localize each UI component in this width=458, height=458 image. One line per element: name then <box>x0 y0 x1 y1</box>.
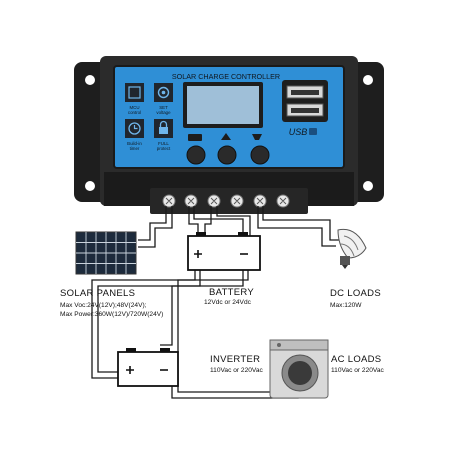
battery-title: BATTERY <box>209 287 255 298</box>
inverter-title: INVERTER <box>210 354 261 365</box>
battery-spec: 12Vdc or 24Vdc <box>204 299 251 306</box>
mcu-label-2: control <box>128 110 141 115</box>
panel-indicator-icon <box>188 134 202 141</box>
battery-indicator-icon <box>221 133 231 140</box>
up-button[interactable] <box>217 145 237 165</box>
usb-icon <box>309 128 317 135</box>
solar-panel-icon <box>75 231 137 275</box>
mount-hole <box>363 75 373 85</box>
down-button[interactable] <box>250 145 270 165</box>
timer-label-1: Build-in <box>127 141 142 146</box>
set-label-1: SET <box>159 105 168 110</box>
mount-hole <box>363 181 373 191</box>
dc-loads-spec: Max:120W <box>330 302 362 309</box>
full-label-2: protect <box>157 146 171 151</box>
controller-title: SOLAR CHARGE CONTROLLER <box>172 72 280 81</box>
set-label-2: voltage <box>156 110 171 115</box>
timer-label-2: timer <box>130 146 140 151</box>
wires <box>91 206 340 399</box>
inverter-spec: 110Vac or 220Vac <box>210 367 263 374</box>
battery-icon <box>187 232 261 271</box>
full-label-1: FULL <box>158 141 169 146</box>
solar-panels-power: Max Power:360W(12V)/720W(24V) <box>60 311 164 318</box>
inverter-icon <box>117 348 179 387</box>
mount-hole <box>85 181 95 191</box>
terminal-screws <box>162 194 290 208</box>
menu-button[interactable] <box>186 145 206 165</box>
ac-loads-spec: 110Vac or 220Vac <box>331 367 384 374</box>
ac-loads-title: AC LOADS <box>331 354 382 365</box>
dc-loads-title: DC LOADS <box>330 288 381 299</box>
washing-machine-icon <box>269 339 329 399</box>
load-indicator-icon <box>252 134 262 140</box>
solar-panels-title: SOLAR PANELS <box>60 288 136 299</box>
lcd-screen <box>187 86 259 124</box>
light-bulb-icon <box>337 228 367 269</box>
mcu-label-1: MCU <box>130 105 140 110</box>
mount-hole <box>85 75 95 85</box>
solar-charge-controller: SOLAR CHARGE CONTROLLER MCU control SET … <box>74 56 384 214</box>
solar-panels-voc: Max Voc:24V(12V);48V(24V); <box>60 302 147 309</box>
mcu-icon <box>125 83 144 102</box>
usb-label: USB <box>289 127 308 137</box>
